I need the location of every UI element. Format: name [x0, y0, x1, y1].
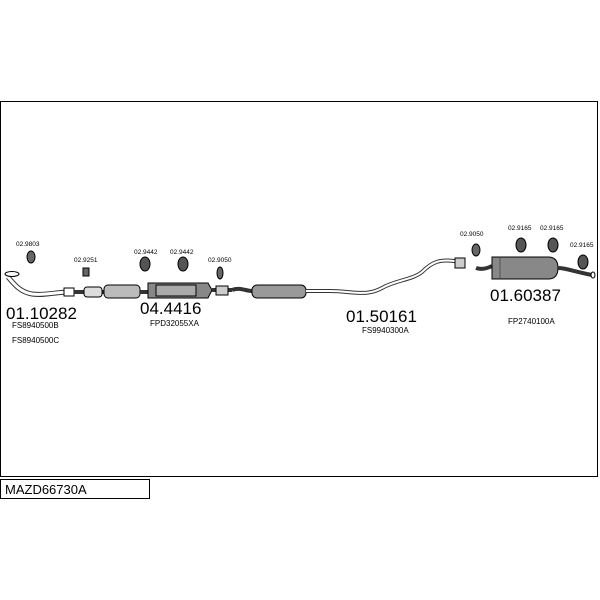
accessory-gasket-icon [471, 243, 481, 257]
model-code: MAZD66730A [5, 482, 87, 497]
accessory-code: 02.9165 [508, 225, 532, 232]
accessory-bolt-icon [82, 267, 90, 277]
model-code-box: MAZD66730A [0, 479, 150, 499]
part-reference: FP2740100A [508, 317, 555, 326]
part-number: 01.50161 [346, 307, 417, 326]
accessory-hanger-icon [515, 237, 527, 253]
part-reference: FS8940500C [12, 336, 60, 345]
accessory-hanger-icon [577, 254, 589, 270]
accessory-code: 02.9165 [570, 242, 594, 249]
part-number: 04.4416 [140, 299, 202, 318]
accessory-code: 02.9803 [16, 241, 40, 248]
accessory-gasket-icon [26, 250, 36, 264]
accessory-hanger-icon [139, 256, 151, 272]
pre-catalyst-part [103, 284, 148, 299]
part-number: 01.60387 [490, 286, 561, 305]
part-reference: FPD32055XA [150, 319, 199, 328]
part-number: 01.10282 [6, 304, 77, 323]
part-reference: FS9940300A [362, 326, 409, 335]
center-silencer-part [231, 257, 466, 299]
front-pipe-part [4, 271, 104, 298]
part-reference: FS8940500B [12, 321, 59, 330]
rear-silencer-part [475, 256, 596, 280]
accessory-code: 02.9442 [134, 249, 158, 256]
accessory-gasket-icon [216, 266, 224, 280]
accessory-code: 02.9165 [540, 225, 564, 232]
accessory-code: 02.9251 [74, 257, 98, 264]
accessory-code: 02.9050 [460, 231, 484, 238]
accessory-hanger-icon [547, 237, 559, 253]
accessory-code: 02.9442 [170, 249, 194, 256]
catalytic-converter-part [147, 282, 232, 299]
accessory-hanger-icon [177, 256, 189, 272]
accessory-code: 02.9050 [208, 257, 232, 264]
